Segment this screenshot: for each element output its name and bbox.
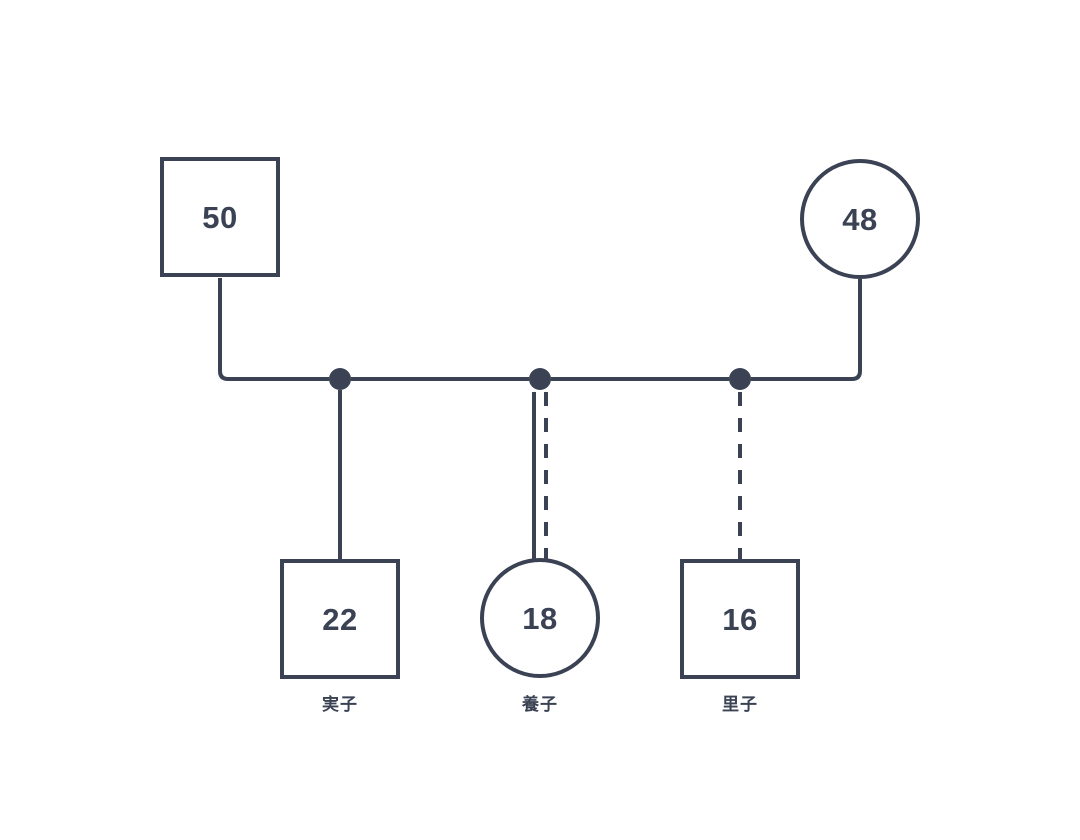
child-1-relation-label: 実子	[322, 695, 358, 714]
child-3-age: 16	[722, 602, 758, 637]
child-1-square[interactable]	[280, 559, 400, 679]
mother-age: 48	[842, 202, 878, 237]
connector-dot-child-2	[529, 368, 551, 390]
mother-to-sibling-line	[751, 279, 862, 381]
father-to-sibling-line	[218, 278, 329, 381]
father-square[interactable]	[160, 157, 280, 277]
connector-dot-child-1	[329, 368, 351, 390]
child-2-relation-label: 養子	[522, 695, 558, 714]
mother-circle[interactable]	[800, 159, 920, 279]
child-1-age: 22	[322, 602, 358, 637]
connector-dot-child-3	[729, 368, 751, 390]
father-age: 50	[202, 200, 238, 235]
child-2-circle[interactable]	[480, 558, 600, 678]
child-2-age: 18	[522, 601, 558, 636]
child-3-square[interactable]	[680, 559, 800, 679]
child-3-relation-label: 里子	[722, 695, 758, 714]
